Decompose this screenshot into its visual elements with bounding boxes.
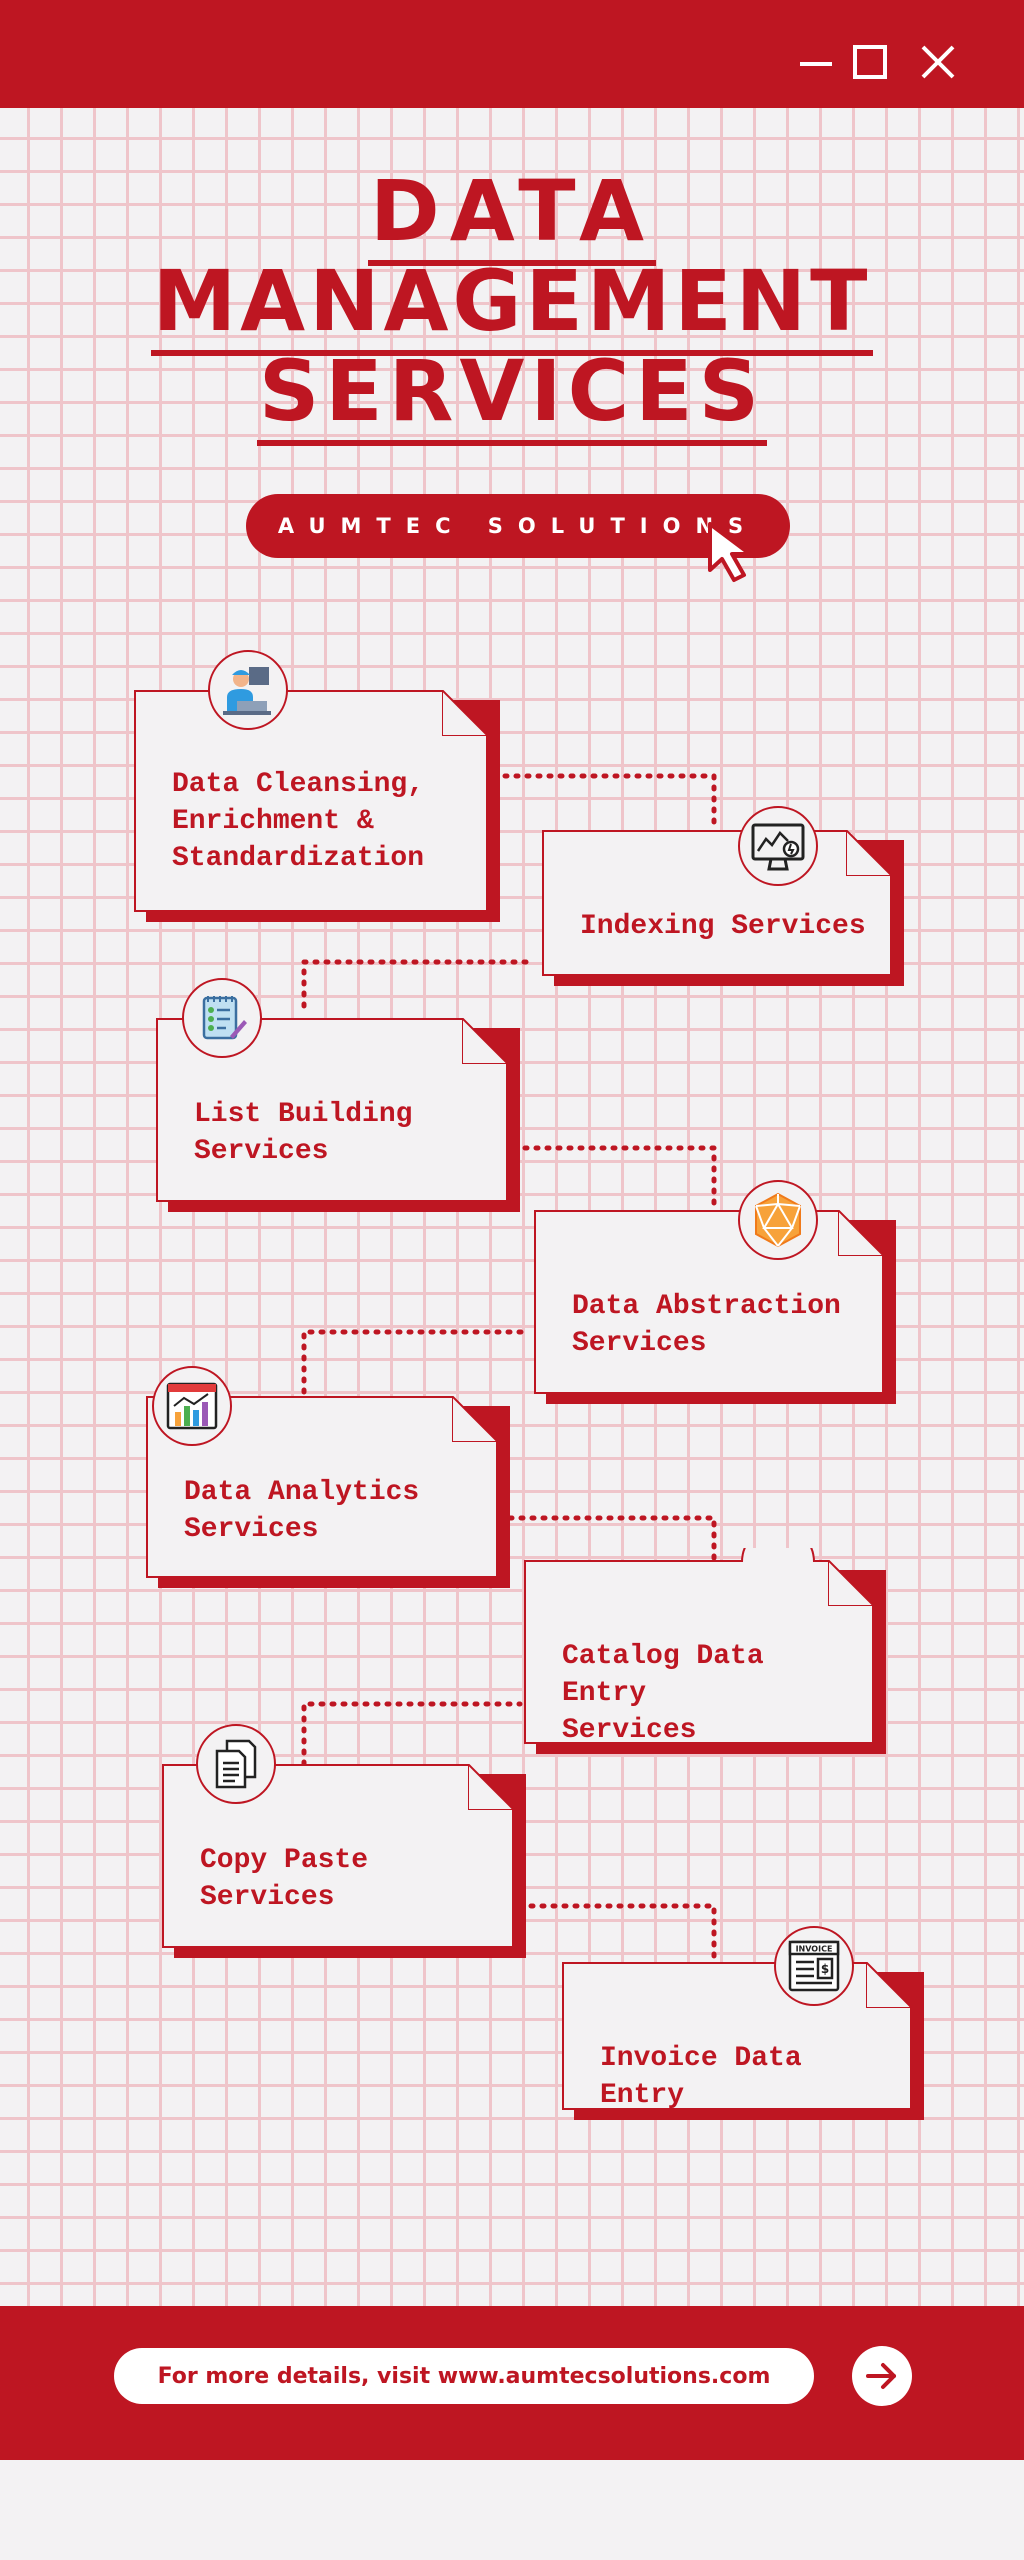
arrow-right-icon <box>866 2363 896 2389</box>
service-card-indexing[interactable]: Indexing Services <box>542 830 904 986</box>
service-icon-holder <box>738 1180 818 1260</box>
company-name: AUMTEC SOLUTIONS <box>277 514 759 538</box>
service-card-data-cleansing[interactable]: Data Cleansing, Enrichment & Standardiza… <box>134 690 500 922</box>
copy-documents-icon <box>215 1739 257 1789</box>
service-card-copy-paste[interactable]: Copy Paste Services <box>162 1764 526 1958</box>
service-card-data-abstraction[interactable]: Data Abstraction Services <box>534 1210 896 1404</box>
service-label: Invoice Data Entry <box>600 2043 802 2111</box>
title-bar <box>0 0 1024 108</box>
minimize-icon[interactable] <box>796 42 836 82</box>
invoice-icon: INVOICE $ <box>788 1940 840 1992</box>
page-title-line-2: MANAGEMENT <box>0 252 1024 356</box>
connector-lines <box>301 773 717 1963</box>
page-title-line-3: SERVICES <box>0 342 1024 446</box>
service-card-invoice-data-entry[interactable]: Invoice Data Entry <box>562 1962 924 2120</box>
close-icon[interactable] <box>918 42 958 82</box>
service-label: Catalog Data Entry Services <box>562 1641 764 1746</box>
service-label: Data Analytics Services <box>184 1477 420 1545</box>
service-card-list-building[interactable]: List Building Services <box>156 1018 520 1212</box>
bottom-margin <box>0 2460 1024 2560</box>
svg-text:INVOICE: INVOICE <box>796 1945 833 1954</box>
page-title-line-1: DATA <box>0 162 1024 266</box>
company-badge: AUMTEC SOLUTIONS <box>246 494 790 558</box>
service-label: Copy Paste Services <box>200 1845 369 1913</box>
service-label: Indexing Services <box>580 911 866 942</box>
footer-cta[interactable]: For more details, visit www.aumtecsoluti… <box>114 2348 814 2404</box>
geometric-polyhedron-icon <box>755 1192 801 1248</box>
service-icon-holder <box>738 806 818 886</box>
checklist-icon <box>202 996 247 1040</box>
service-icon-holder <box>196 1724 276 1804</box>
service-label: Data Abstraction Services <box>572 1291 841 1359</box>
service-icon-holder <box>208 650 288 730</box>
cursor-pointer-icon <box>708 522 752 582</box>
svg-text:$: $ <box>821 1962 829 1976</box>
service-label: List Building Services <box>194 1099 413 1167</box>
service-card-data-analytics[interactable]: Data Analytics Services <box>146 1396 510 1588</box>
service-icon-holder <box>152 1366 232 1446</box>
service-icon-holder <box>182 978 262 1058</box>
footer-cta-text: For more details, visit www.aumtecsoluti… <box>157 2363 771 2389</box>
analytics-board-icon <box>166 1382 218 1430</box>
footer-arrow-button[interactable] <box>852 2346 912 2406</box>
service-label: Data Cleansing, Enrichment & Standardiza… <box>172 769 425 874</box>
service-icon-holder: INVOICE $ <box>774 1926 854 2006</box>
service-card-catalog-data-entry[interactable]: Catalog Data Entry Services <box>524 1560 886 1754</box>
maximize-icon[interactable] <box>850 42 890 82</box>
monitor-chart-icon <box>751 823 805 871</box>
worker-laptop-icon <box>223 667 271 715</box>
catalog-icon <box>741 1548 815 1562</box>
